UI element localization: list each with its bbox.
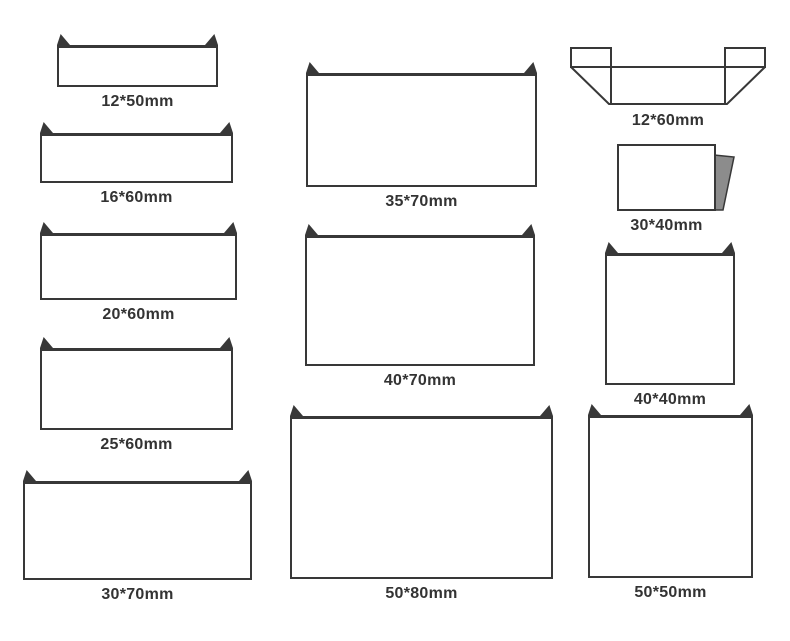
size-label: 40*70mm	[383, 372, 457, 389]
folded-corner-left	[57, 34, 70, 45]
bag-gusset-outline	[570, 66, 766, 105]
bag-outline	[605, 253, 735, 385]
bag-35x70mm: 35*70mm	[306, 62, 537, 210]
bag-40x40mm: 40*40mm	[605, 242, 735, 408]
bag-40x70mm: 40*70mm	[305, 224, 535, 389]
bag-25x60mm: 25*60mm	[40, 337, 233, 453]
bag-50x50mm: 50*50mm	[588, 404, 753, 601]
folded-corner-left	[40, 222, 53, 233]
folded-corner-left	[605, 242, 618, 253]
bag-outline	[306, 73, 537, 187]
folded-corner-right	[220, 122, 233, 133]
folded-corner-left	[588, 404, 601, 415]
size-label: 30*70mm	[101, 586, 174, 603]
size-label: 12*50mm	[101, 93, 174, 110]
bag-30x70mm: 30*70mm	[23, 470, 252, 603]
bag-outline	[290, 416, 553, 579]
bag-outline	[57, 45, 218, 87]
open-bag-drawing	[570, 47, 766, 105]
folded-corner-right	[224, 222, 237, 233]
size-label: 12*60mm	[631, 112, 705, 129]
bag-outline	[40, 348, 233, 430]
bag-tab-left	[570, 47, 612, 68]
bag-outline	[40, 233, 237, 300]
size-label: 50*80mm	[385, 585, 458, 602]
folded-corner-right	[239, 470, 252, 481]
bag-50x80mm: 50*80mm	[290, 405, 553, 602]
bag-12x50mm: 12*50mm	[57, 34, 218, 110]
bag-30x40mm: 30*40mm	[617, 144, 735, 234]
bag-outline	[23, 481, 252, 580]
size-label: 30*40mm	[630, 217, 703, 234]
bag-tab-right	[724, 47, 766, 68]
size-label: 20*60mm	[102, 306, 175, 323]
folded-corner-right	[205, 34, 218, 45]
bag-outline	[617, 144, 716, 211]
folded-corner-right	[540, 405, 553, 416]
folded-side-flap	[713, 154, 735, 211]
folded-corner-left	[40, 337, 53, 348]
bag-outline	[40, 133, 233, 183]
bag-outline	[588, 415, 753, 578]
folded-corner-left	[305, 224, 318, 235]
folded-corner-right	[522, 224, 535, 235]
bag-16x60mm: 16*60mm	[40, 122, 233, 206]
bag-12x60mm: 12*60mm	[570, 47, 766, 129]
folded-corner-right	[722, 242, 735, 253]
size-label: 25*60mm	[100, 436, 173, 453]
size-label: 40*40mm	[633, 391, 707, 408]
folded-corner-right	[524, 62, 537, 73]
folded-corner-left	[290, 405, 303, 416]
size-label: 50*50mm	[634, 584, 707, 601]
folded-corner-right	[740, 404, 753, 415]
bag-20x60mm: 20*60mm	[40, 222, 237, 323]
bag-outline	[305, 235, 535, 366]
size-label: 16*60mm	[100, 189, 173, 206]
folded-corner-right	[220, 337, 233, 348]
side-flap-bag-drawing	[617, 144, 735, 211]
folded-corner-left	[306, 62, 319, 73]
size-label: 35*70mm	[385, 193, 458, 210]
folded-corner-left	[40, 122, 53, 133]
folded-corner-left	[23, 470, 36, 481]
